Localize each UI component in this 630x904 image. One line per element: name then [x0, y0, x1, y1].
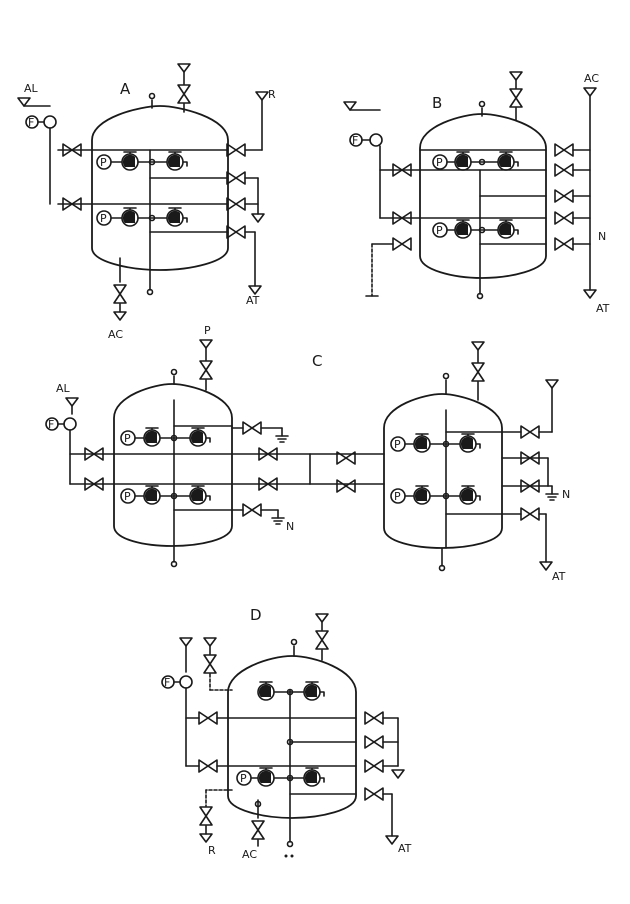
tag-b-at: AT	[596, 302, 610, 315]
panel-b: B P P	[343, 71, 610, 315]
svg-text:F: F	[28, 116, 34, 129]
tag-a-r: R	[268, 88, 276, 101]
tag-c-n-left: N	[286, 520, 294, 533]
vessel-a	[91, 105, 229, 271]
tag-c-p: P	[204, 324, 211, 337]
filter-row-d-bottom: P	[236, 767, 325, 787]
tag-a-al: AL	[24, 82, 39, 95]
tag-b-ac: AC	[584, 72, 599, 85]
svg-text:F: F	[164, 676, 170, 689]
svg-text:P: P	[240, 772, 247, 785]
vessel-d	[227, 655, 357, 819]
tag-d-at: AT	[398, 842, 412, 855]
svg-text:P: P	[124, 432, 131, 445]
svg-text:P: P	[100, 212, 107, 225]
tag-c-n-right: N	[562, 488, 570, 501]
panel-a: A P P	[17, 63, 276, 341]
filter-row-c-left-top: P	[120, 427, 211, 447]
svg-text:P: P	[394, 438, 401, 451]
filter-row-b-bottom: P	[432, 219, 519, 239]
tag-a-ac: AC	[108, 328, 123, 341]
svg-text:P: P	[394, 490, 401, 503]
filter-row-c-left-bottom: P	[120, 485, 211, 505]
panel-c: C P P P	[45, 324, 570, 583]
panel-d: D F	[161, 606, 412, 861]
filter-row-c-right-bottom: P	[390, 485, 481, 505]
panel-d-label: D	[250, 606, 262, 624]
vessel-b	[419, 113, 547, 279]
panel-b-label: B	[432, 94, 442, 112]
tag-c-at: AT	[552, 570, 566, 583]
vessel-c-left	[113, 383, 233, 547]
panel-a-label: A	[120, 80, 131, 98]
tag-d-ac: AC	[242, 848, 257, 861]
svg-text:P: P	[436, 156, 443, 169]
filter-row-c-right-top: P	[390, 433, 481, 453]
svg-text:F: F	[352, 134, 358, 147]
filter-row-d-top	[257, 681, 325, 701]
tag-d-r: R	[208, 844, 216, 857]
svg-text:P: P	[124, 490, 131, 503]
vessel-c-right	[383, 393, 503, 549]
svg-text:P: P	[100, 156, 107, 169]
svg-text:F: F	[48, 418, 54, 431]
tag-c-al: AL	[56, 382, 71, 395]
filter-row-b-top: P	[432, 151, 519, 171]
tag-a-at: AT	[246, 294, 260, 307]
tag-b-n: N	[598, 230, 606, 243]
filter-row-a-bottom: P	[96, 207, 188, 227]
filter-row-a-top: P	[96, 151, 188, 171]
panel-c-label: C	[312, 352, 322, 370]
svg-text:P: P	[436, 224, 443, 237]
